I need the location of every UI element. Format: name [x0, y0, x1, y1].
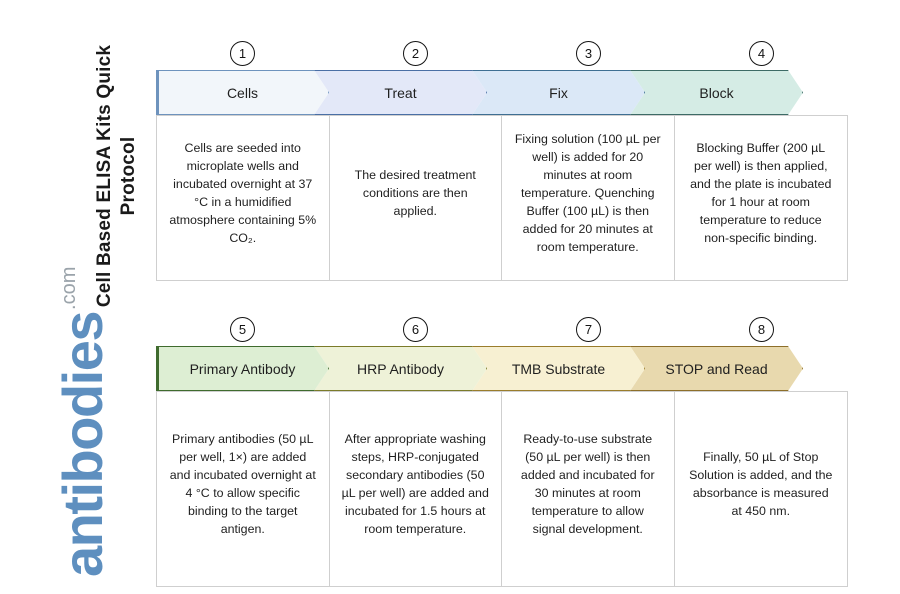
step-number-badge: 4	[749, 40, 774, 66]
step-banner-label: Primary Antibody	[189, 360, 296, 377]
step-banners-row-2: Primary Antibody HRP Antibody TMB Substr…	[156, 346, 848, 391]
step-banner-label: STOP and Read	[665, 360, 768, 377]
step-description-boxes-row-2: Primary antibodies (50 µL per well, 1×) …	[156, 391, 848, 587]
step-banner-label: TMB Substrate	[511, 360, 606, 377]
step-banners-row-1: Cells Treat Fix Block	[156, 70, 848, 115]
step-banner-primary-antibody[interactable]: Primary Antibody	[156, 346, 329, 391]
step-description: The desired treatment conditions are the…	[330, 116, 502, 280]
step-number-badge: 6	[403, 316, 428, 342]
step-badges-row-1: 1 2 3 4	[156, 36, 848, 70]
step-number-badge: 3	[576, 40, 601, 66]
badge-cell: 6	[329, 312, 502, 346]
step-description: Cells are seeded into microplate wells a…	[157, 116, 330, 280]
step-banner-stop-and-read[interactable]: STOP and Read	[630, 346, 803, 391]
step-description: Ready-to-use substrate (50 µL per well) …	[502, 392, 675, 586]
step-banner-label: Block	[699, 84, 734, 101]
step-description: Blocking Buffer (200 µL per well) is the…	[690, 141, 832, 245]
logo-wordmark: antibodies	[51, 311, 115, 577]
flow-row-2: 5 6 7 8 Primary Antibody HRP Antibody TM…	[156, 312, 848, 587]
step-banner-label: HRP Antibody	[357, 360, 444, 377]
step-banner-tmb-substrate[interactable]: TMB Substrate	[472, 346, 645, 391]
badge-cell: 2	[329, 36, 502, 70]
badge-cell: 4	[675, 36, 848, 70]
step-description: Fixing solution (100 µL per well) is add…	[502, 116, 675, 280]
badge-cell: 3	[502, 36, 675, 70]
step-number-badge: 1	[230, 40, 255, 66]
step-number-badge: 7	[576, 316, 601, 342]
step-badges-row-2: 5 6 7 8	[156, 312, 848, 346]
step-banner-fix[interactable]: Fix	[472, 70, 645, 115]
step-number-badge: 8	[749, 316, 774, 342]
step-banner-label: Cells	[226, 84, 259, 101]
page-title: Cell Based ELISA Kits Quick Protocol	[94, 44, 139, 308]
step-banner-hrp-antibody[interactable]: HRP Antibody	[314, 346, 487, 391]
step-description-boxes-row-1: Cells are seeded into microplate wells a…	[156, 115, 848, 281]
flow-row-1: 1 2 3 4 Cells Treat Fix Block Cells are …	[156, 36, 848, 281]
badge-cell: 8	[675, 312, 848, 346]
step-banner-label: Treat	[384, 84, 417, 101]
step-description: Primary antibodies (50 µL per well, 1×) …	[157, 392, 330, 586]
badge-cell: 7	[502, 312, 675, 346]
step-banner-treat[interactable]: Treat	[314, 70, 487, 115]
step-description: Finally, 50 µL of Stop Solution is added…	[689, 450, 833, 518]
step-banner-label: Fix	[549, 84, 568, 101]
antibodies-logo: antibodies.com	[37, 267, 115, 577]
step-number-badge: 5	[230, 316, 255, 342]
logo-tld: .com	[58, 266, 80, 310]
badge-cell: 1	[156, 36, 329, 70]
step-description: After appropriate washing steps, HRP-con…	[330, 392, 502, 586]
step-number-badge: 2	[403, 40, 428, 66]
step-banner-block[interactable]: Block	[630, 70, 803, 115]
badge-cell: 5	[156, 312, 329, 346]
step-banner-cells[interactable]: Cells	[156, 70, 329, 115]
